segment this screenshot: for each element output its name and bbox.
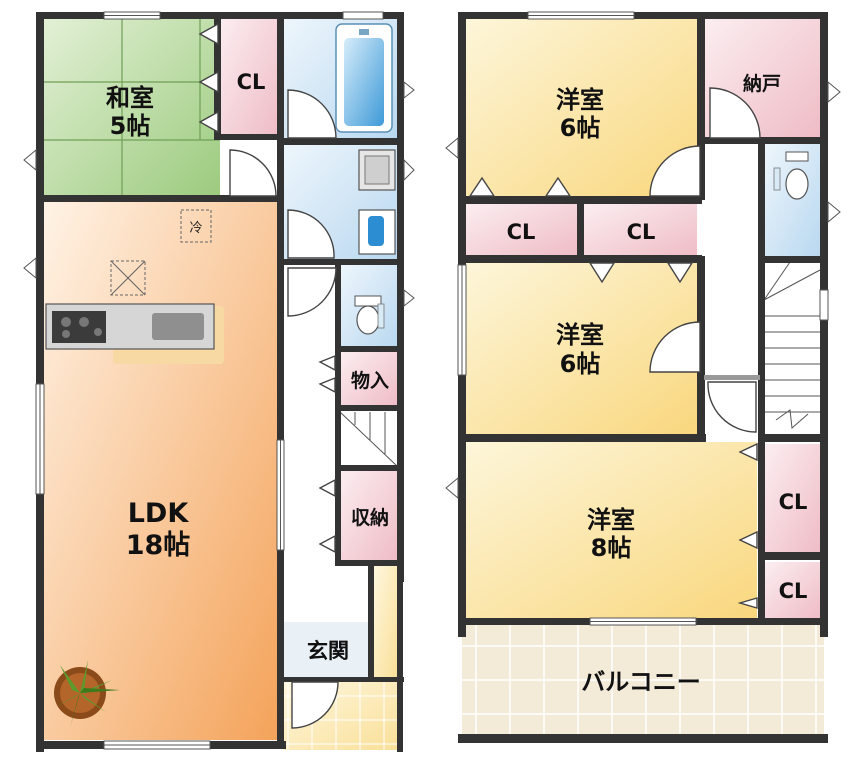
room-c-name: 洋室 bbox=[587, 506, 635, 534]
windows-1f bbox=[23, 11, 415, 750]
closet-c-label: CL bbox=[779, 490, 808, 514]
closet-a-label: CL bbox=[507, 220, 536, 244]
room-c bbox=[465, 442, 757, 618]
fridge-label: 冷 bbox=[189, 221, 202, 236]
ldk-room bbox=[43, 200, 277, 740]
toilet-fixture-1f bbox=[354, 295, 385, 335]
storage-small-label: 物入 bbox=[351, 369, 389, 392]
room-b-size: 6帖 bbox=[560, 350, 601, 378]
storage-label: 収納 bbox=[351, 506, 389, 529]
closet-d-label: CL bbox=[779, 579, 808, 603]
corridor-1f bbox=[283, 262, 340, 682]
balcony-label: バルコニー bbox=[581, 668, 701, 696]
room-a-size: 6帖 bbox=[560, 114, 601, 142]
storage-small-room bbox=[340, 352, 397, 407]
range-hood bbox=[110, 260, 146, 296]
nando-label: 納戸 bbox=[743, 72, 781, 95]
bathtub bbox=[335, 23, 393, 133]
corridor-2f bbox=[706, 142, 758, 378]
closet-d bbox=[765, 562, 821, 618]
washitsu-room bbox=[43, 18, 220, 196]
closet-b bbox=[584, 204, 697, 256]
washbasin bbox=[358, 209, 396, 255]
windows-2f bbox=[445, 11, 841, 626]
doors-1f bbox=[198, 22, 339, 729]
entrance-hall bbox=[283, 622, 373, 678]
stairs-2f bbox=[763, 261, 821, 430]
closet-a bbox=[465, 204, 577, 256]
storage-room bbox=[340, 470, 397, 562]
washitsu-closet bbox=[220, 18, 278, 136]
entrance-label: 玄関 bbox=[307, 639, 349, 663]
toilet-2f bbox=[764, 144, 820, 256]
balcony bbox=[462, 624, 824, 734]
washitsu-closet-label: CL bbox=[237, 70, 266, 94]
fridge-space: 冷 bbox=[180, 209, 212, 243]
plant-decoration bbox=[54, 660, 120, 728]
room-b-name: 洋室 bbox=[556, 321, 604, 349]
ldk-name: LDK bbox=[128, 498, 190, 529]
closet-c bbox=[765, 444, 821, 552]
washitsu-name: 和室 bbox=[106, 84, 154, 112]
toilet-fixture-2f bbox=[773, 151, 809, 200]
stairs-1f bbox=[339, 411, 398, 467]
closet-b-label: CL bbox=[627, 220, 656, 244]
entrance-shoebox bbox=[373, 564, 397, 678]
washitsu-size: 5帖 bbox=[110, 112, 151, 140]
room-c-size: 8帖 bbox=[591, 534, 632, 562]
room-a-name: 洋室 bbox=[556, 86, 604, 114]
kitchen-counter bbox=[45, 303, 224, 364]
ldk-size: 18帖 bbox=[126, 530, 191, 561]
washing-machine bbox=[358, 149, 396, 191]
doors-2f bbox=[468, 87, 761, 609]
